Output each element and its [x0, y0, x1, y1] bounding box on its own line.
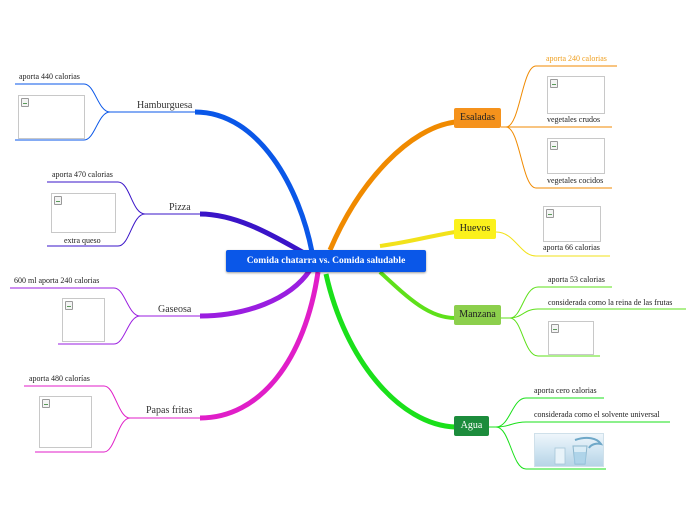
- central-topic[interactable]: Comida chatarra vs. Comida saludable: [226, 250, 426, 272]
- branch-manzana: [378, 270, 456, 320]
- agua-solvente: considerada como el solvente universal: [534, 410, 660, 419]
- branch-ensaladas: [327, 119, 456, 251]
- agua-calories: aporta cero calorias: [534, 386, 597, 395]
- papas-image: [39, 396, 92, 448]
- line-agua: [489, 397, 670, 470]
- gaseosa-topic[interactable]: Gaseosa: [158, 304, 192, 315]
- papas-calories: aporta 480 calorías: [29, 374, 90, 383]
- papas-topic[interactable]: Papas fritas: [146, 405, 193, 416]
- line-gaseosa: [10, 287, 200, 345]
- gaseosa-image: [62, 298, 105, 342]
- huevos-calories: aporta 66 calorias: [543, 243, 600, 252]
- broken-image-icon: [65, 301, 73, 310]
- broken-image-icon: [546, 209, 554, 218]
- line-ensaladas: [501, 65, 617, 189]
- line-pizza: [47, 181, 200, 247]
- line-manzana: [501, 286, 686, 357]
- ensaladas-calories: aporta 240 calorias: [546, 54, 607, 63]
- huevos-image: [543, 206, 601, 242]
- line-hamburguesa: [15, 83, 195, 141]
- hamburguesa-topic[interactable]: Hamburguesa: [137, 100, 193, 111]
- pizza-image: [51, 193, 116, 233]
- pizza-topic[interactable]: Pizza: [169, 202, 191, 213]
- water-glass-photo: [534, 433, 604, 467]
- branch-gaseosa: [199, 268, 313, 319]
- broken-image-icon: [550, 141, 558, 150]
- manzana-image: [548, 321, 594, 355]
- ensaladas-image-cocidos: [547, 138, 605, 174]
- agua-topic[interactable]: Agua: [454, 416, 489, 436]
- water-glass-icon: [554, 436, 603, 465]
- line-huevos: [495, 231, 610, 257]
- pizza-extra-queso: extra queso: [64, 236, 101, 245]
- branch-huevos: [379, 230, 456, 248]
- gaseosa-calories: 600 ml aporta 240 calorias: [14, 276, 100, 285]
- ensaladas-topic[interactable]: Esaladas: [454, 108, 501, 128]
- hamburguesa-calories: aporta 440 calorias: [19, 72, 80, 81]
- huevos-topic[interactable]: Huevos: [454, 219, 496, 239]
- line-papas: [24, 385, 200, 453]
- ensaladas-crudos: vegetales crudos: [547, 115, 601, 124]
- manzana-calories: aporta 53 calorias: [548, 275, 605, 284]
- broken-image-icon: [551, 324, 559, 333]
- ensaladas-cocidos: vegetales cocidos: [547, 176, 604, 185]
- broken-image-icon: [550, 79, 558, 88]
- manzana-topic[interactable]: Manzana: [454, 305, 501, 325]
- broken-image-icon: [42, 399, 50, 408]
- branch-agua: [323, 273, 456, 430]
- ensaladas-image-crudos: [547, 76, 605, 114]
- pizza-calories: aporta 470 calorias: [52, 170, 113, 179]
- manzana-reina: considerada como la reina de las frutas: [548, 298, 673, 307]
- broken-image-icon: [54, 196, 62, 205]
- branch-hamburguesa: [194, 109, 315, 253]
- branch-pizza: [199, 211, 308, 257]
- broken-image-icon: [21, 98, 29, 107]
- hamburguesa-image: [18, 95, 85, 139]
- branch-papas: [199, 271, 321, 421]
